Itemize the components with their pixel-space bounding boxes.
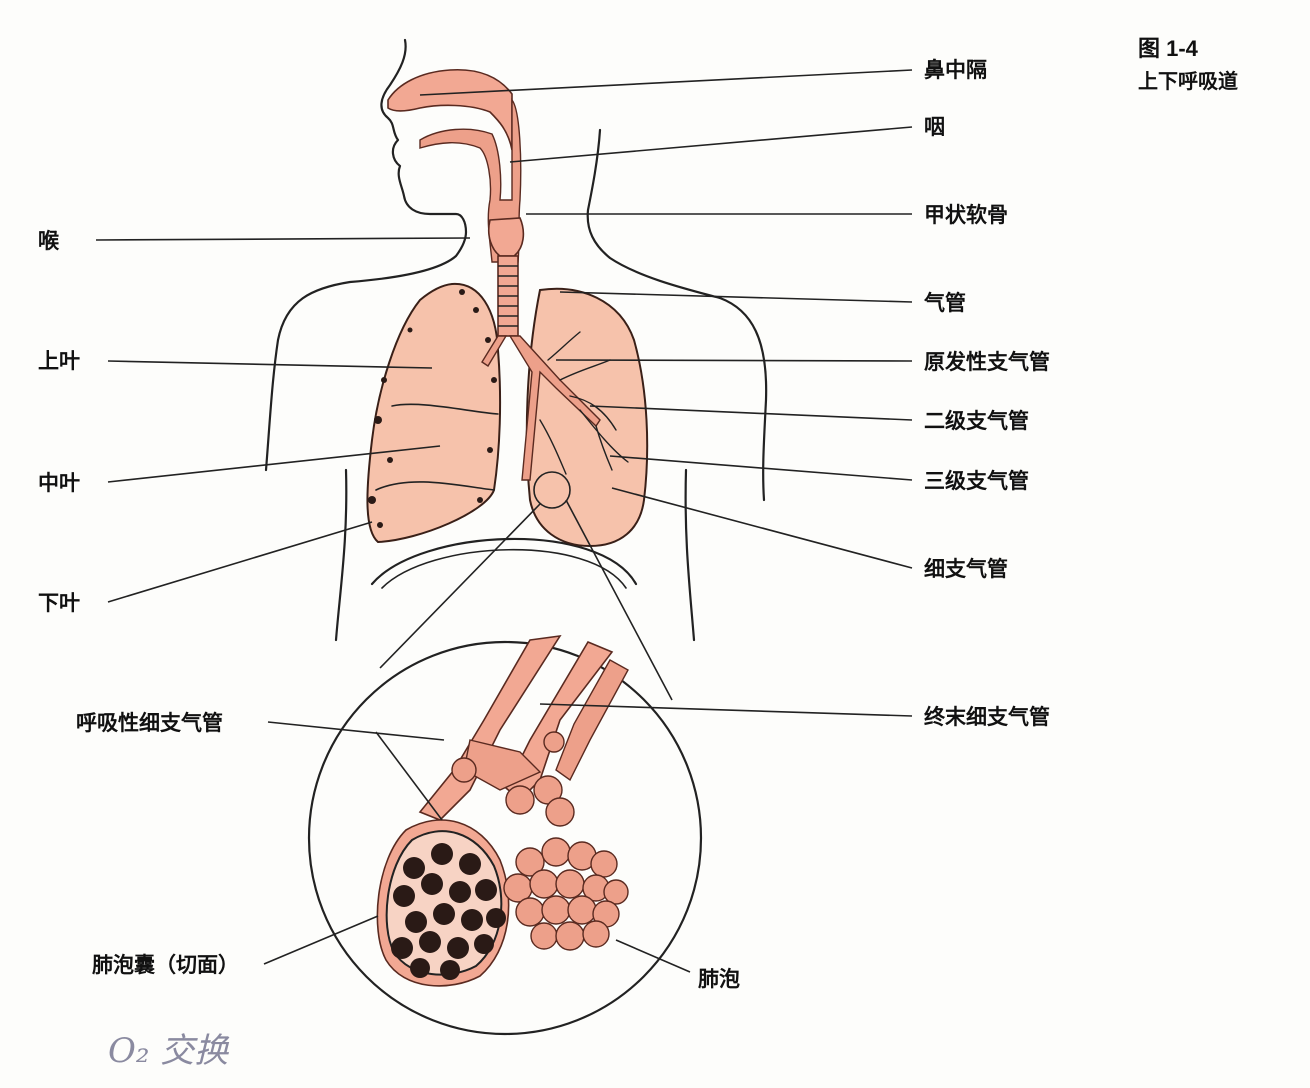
label-secondary-bronchus: 二级支气管	[924, 409, 1029, 433]
leader-lines	[95, 69, 913, 973]
zoom-circle	[307, 640, 703, 1036]
right-bronchus-shape	[481, 335, 508, 367]
handwritten-note: O₂ 交换	[108, 1031, 230, 1071]
left-lung	[508, 287, 649, 548]
label-terminal-bronchiole: 终末细支气管	[924, 705, 1050, 729]
label-pharynx: 咽	[924, 115, 945, 139]
label-tertiary-bronchus: 三级支气管	[924, 469, 1029, 493]
label-thyroid-cartilage: 甲状软骨	[924, 203, 1008, 227]
label-trachea: 气管	[923, 291, 966, 315]
zoom-line-left	[379, 503, 541, 669]
body-outline	[264, 38, 768, 642]
label-upper-lobe: 上叶	[38, 349, 80, 373]
label-alveolar-sac: 肺泡囊（切面）	[92, 953, 239, 977]
zoom-line-right	[565, 499, 673, 701]
label-alveoli: 肺泡	[698, 967, 740, 991]
label-respiratory-bronchiole: 呼吸性细支气管	[76, 711, 223, 735]
alveoli-cluster	[503, 837, 629, 951]
label-lower-lobe: 下叶	[38, 591, 80, 615]
right-lung	[366, 282, 502, 544]
figure-number: 图 1-4	[1138, 36, 1199, 61]
nasal-septum-shape	[387, 68, 513, 151]
label-primary-bronchus: 原发性支气管	[924, 350, 1050, 374]
enlarged-bronchioles	[418, 634, 629, 827]
label-larynx: 喉	[38, 229, 60, 253]
label-nasal-septum: 鼻中隔	[924, 58, 987, 82]
larynx-shape	[487, 217, 525, 257]
label-bronchiole: 细支气管	[924, 557, 1008, 581]
figure-caption: 上下呼吸道	[1138, 69, 1238, 93]
alveolar-sac-section	[376, 819, 510, 987]
trachea-shape	[497, 255, 519, 337]
label-middle-lobe: 中叶	[38, 471, 80, 495]
